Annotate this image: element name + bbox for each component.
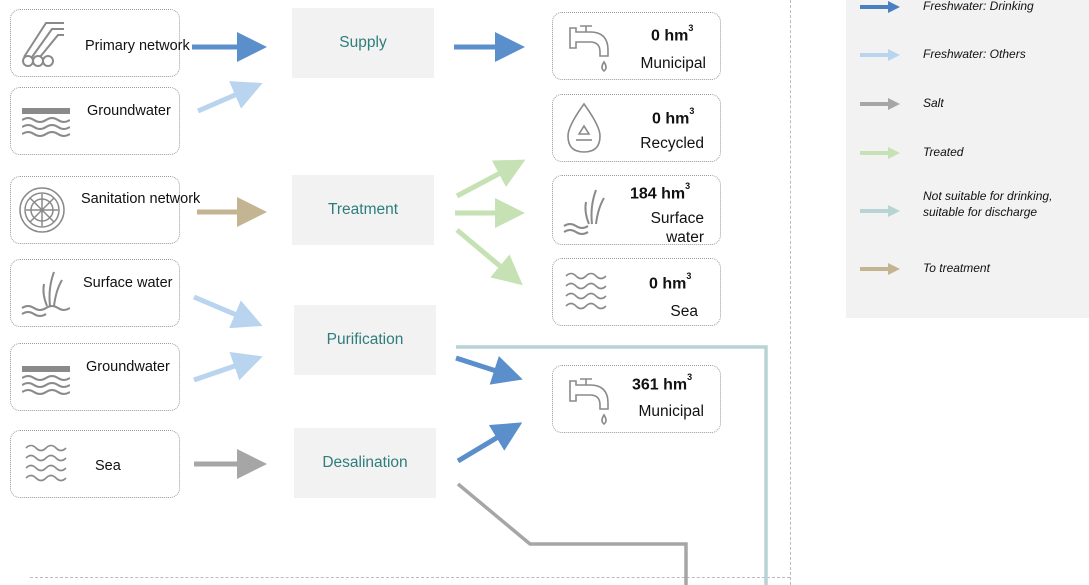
- destination-recycled: [552, 94, 721, 162]
- destination-municipal-2: [552, 365, 721, 433]
- source-label-surface-water: Surface water: [83, 275, 173, 291]
- destination-value-municipal-2: 361 hm3: [632, 372, 693, 394]
- arrow-groundwater-to-purification: [193, 351, 263, 383]
- reeds-icon: [21, 271, 70, 317]
- destination-label-municipal-1: Municipal: [640, 55, 706, 72]
- reeds-icon: [563, 189, 605, 235]
- legend-label-others: Freshwater: Others: [923, 47, 1026, 61]
- line-desalination-salt: [456, 482, 688, 585]
- destination-label-surface-water: Surface water: [650, 210, 704, 246]
- source-label-groundwater-2: Groundwater: [86, 359, 170, 375]
- destination-value-municipal-1: 0 hm3: [651, 23, 694, 45]
- process-desalination: Desalination: [294, 428, 436, 498]
- legend-item-drinking: Freshwater: Drinking: [846, 0, 1089, 40]
- legend-label-salt: Salt: [923, 96, 944, 110]
- waves-icon: [25, 444, 67, 482]
- arrow-purification-to-municipal: [455, 355, 523, 385]
- legend-label-discharge: Not suitable for drinking, suitable for …: [923, 189, 1053, 219]
- legend-arrow-to-treatment-icon: [860, 263, 900, 275]
- legend-arrow-salt-icon: [860, 98, 900, 110]
- divider-horizontal: [30, 577, 790, 578]
- waves-icon: [565, 272, 607, 310]
- legend-item-salt: Salt: [846, 96, 1089, 137]
- legend-arrow-discharge-icon: [860, 205, 900, 217]
- destination-value-recycled: 0 hm3: [652, 106, 695, 128]
- destination-value-sea: 0 hm3: [649, 271, 692, 293]
- source-groundwater-2: [10, 343, 180, 411]
- divider-vertical: [790, 0, 791, 585]
- source-label-sea: Sea: [95, 458, 121, 474]
- destination-label-municipal-2: Municipal: [638, 403, 704, 420]
- groundwater-icon: [22, 108, 70, 137]
- legend-item-others: Freshwater: Others: [846, 47, 1089, 88]
- legend-arrow-treated-icon: [860, 147, 900, 159]
- source-label-primary-network: Primary network: [85, 38, 190, 54]
- faucet-icon: [569, 378, 609, 426]
- legend-label-treated: Treated: [923, 145, 964, 159]
- destination-sea: [552, 258, 721, 326]
- process-treatment: Treatment: [292, 175, 434, 245]
- legend-arrow-drinking-icon: [860, 1, 900, 13]
- legend-item-discharge: Not suitable for drinking, suitable for …: [846, 189, 1089, 244]
- source-label-groundwater-1: Groundwater: [87, 103, 171, 119]
- source-label-sanitation-network: Sanitation network: [81, 191, 201, 207]
- arrow-treatment-to-recycled: [455, 159, 526, 199]
- destination-label-recycled: Recycled: [640, 135, 704, 152]
- faucet-icon: [569, 25, 609, 73]
- line-purification-discharge: [456, 345, 768, 585]
- legend-item-to-treatment: To treatment: [846, 261, 1089, 302]
- arrow-desalination-to-municipal: [456, 422, 523, 464]
- process-supply: Supply: [292, 8, 434, 78]
- legend-item-treated: Treated: [846, 145, 1089, 186]
- arrow-surface-to-purification: [193, 294, 263, 329]
- groundwater-icon: [22, 366, 70, 395]
- legend-panel: Freshwater: Drinking Freshwater: Others …: [846, 0, 1089, 318]
- arrow-groundwater-to-supply: [197, 81, 263, 114]
- manhole-icon: [19, 187, 65, 233]
- destination-value-surface-water: 184 hm3: [630, 181, 691, 203]
- process-purification: Purification: [294, 305, 436, 375]
- destination-municipal-1: [552, 12, 721, 80]
- legend-arrow-others-icon: [860, 49, 900, 61]
- destination-label-sea: Sea: [670, 303, 698, 320]
- recycle-drop-icon: [567, 102, 601, 153]
- legend-label-drinking: Freshwater: Drinking: [923, 0, 1034, 13]
- legend-label-to-treatment: To treatment: [923, 261, 990, 275]
- pipes-icon: [22, 22, 64, 67]
- source-sea: [10, 430, 180, 498]
- arrow-treatment-to-sea: [455, 228, 523, 286]
